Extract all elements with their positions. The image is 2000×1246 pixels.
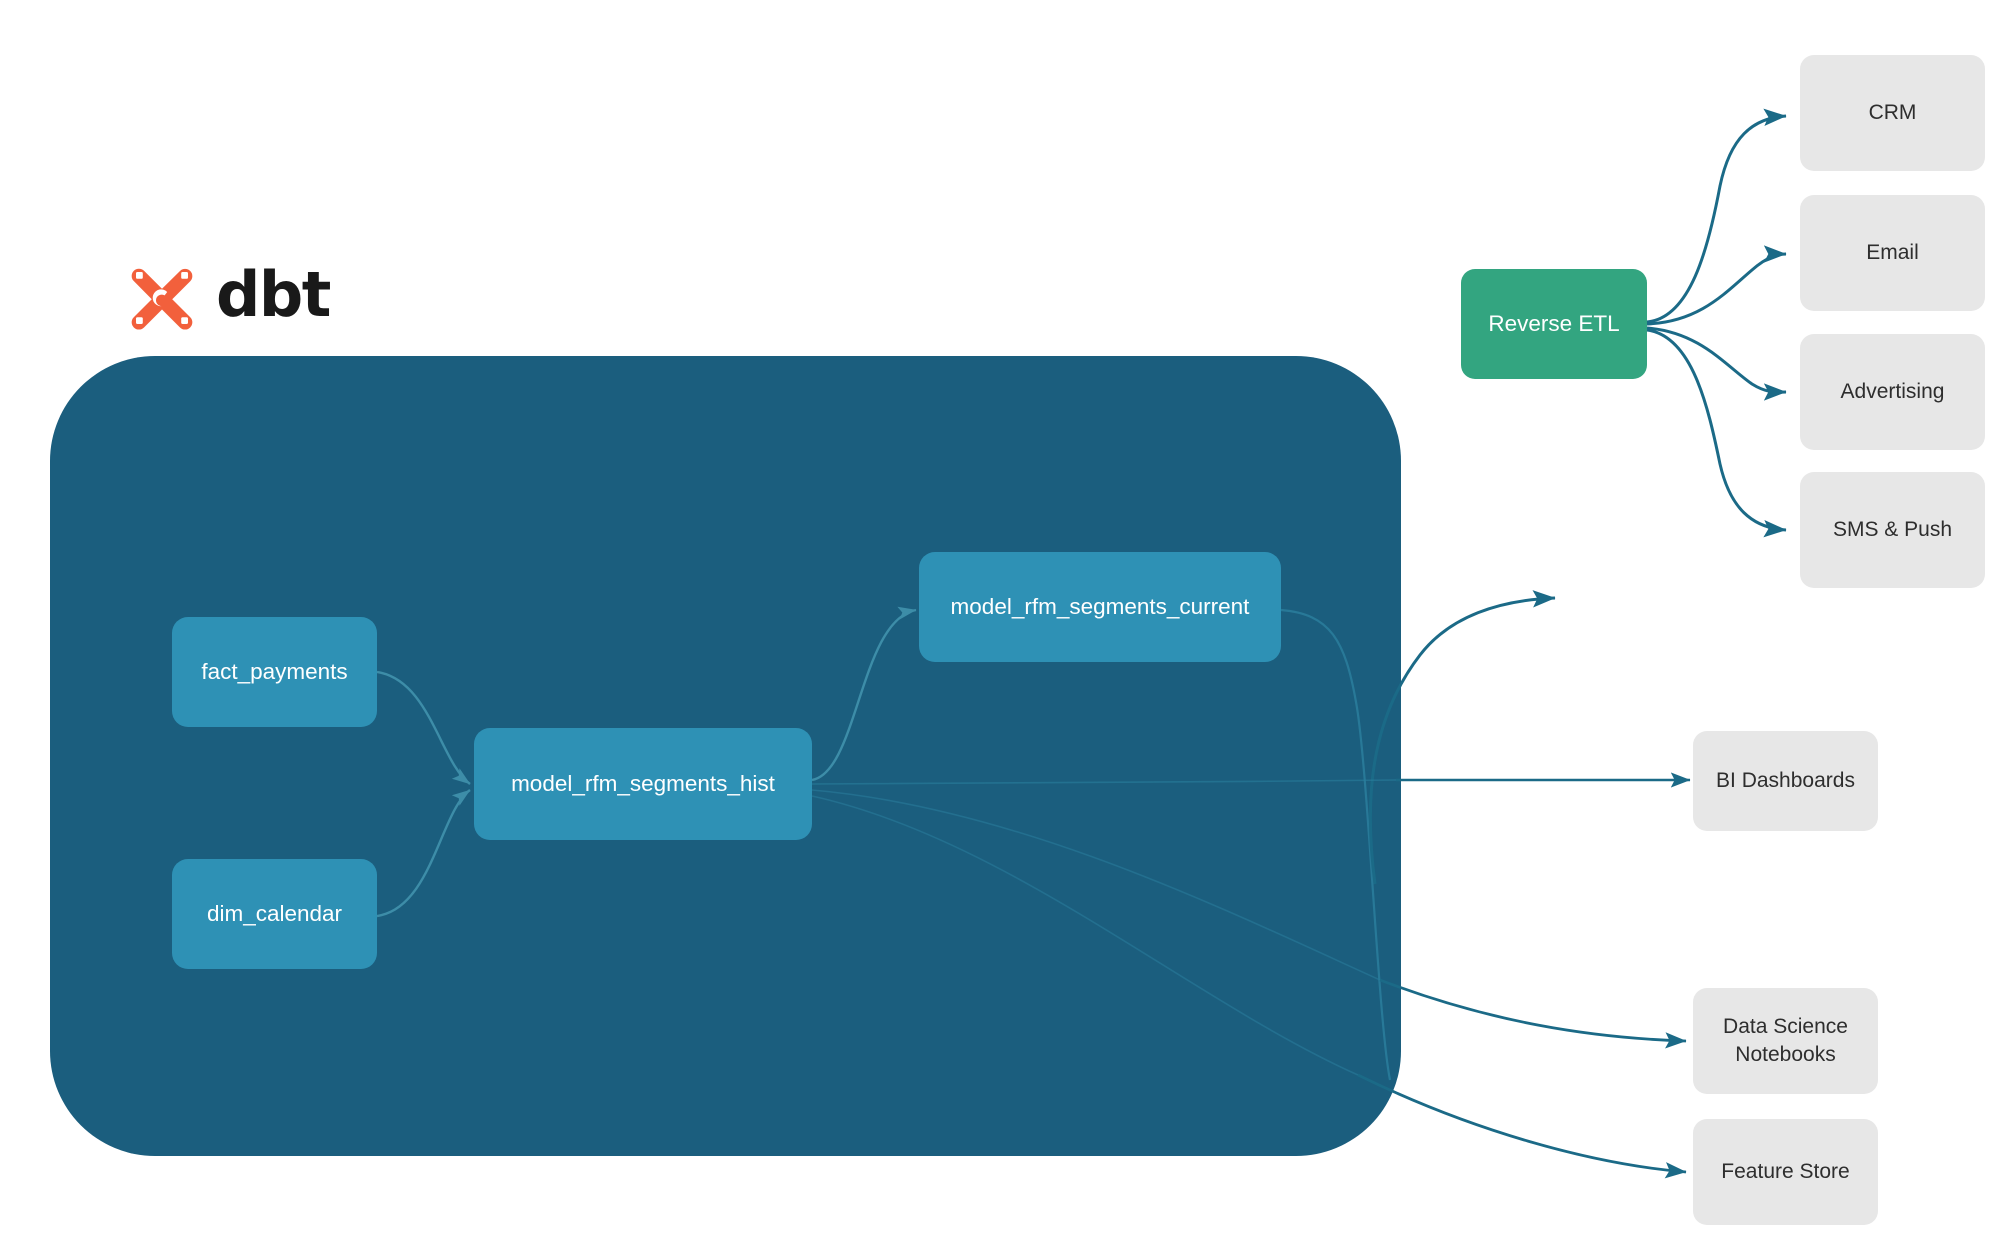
destination-node-email[interactable]: Email [1800, 195, 1985, 311]
destination-label: Feature Store [1721, 1160, 1850, 1184]
dbt-logo-mark [131, 268, 193, 330]
destination-node-data-science-notebooks[interactable]: Data Science Notebooks [1693, 988, 1878, 1094]
reverse-etl-node[interactable]: Reverse ETL [1461, 269, 1647, 379]
destination-node-crm[interactable]: CRM [1800, 55, 1985, 171]
model-node-label: dim_calendar [206, 901, 343, 926]
destination-label: Advertising [1840, 380, 1945, 404]
destination-node-sms-push[interactable]: SMS & Push [1800, 472, 1985, 588]
edge-reverse-etl-to-email [1646, 245, 1787, 326]
destination-label: BI Dashboards [1716, 769, 1855, 793]
dbt-logo: dbt [122, 258, 331, 338]
model-node-fact-payments[interactable]: fact_payments [172, 617, 377, 727]
dbt-wordmark: dbt [216, 258, 331, 331]
destination-node-advertising[interactable]: Advertising [1800, 334, 1985, 450]
destination-label: CRM [1868, 101, 1917, 125]
edge-hist-to-feature-store-arrow [1357, 1073, 1687, 1179]
destination-label-line-2: Notebooks [1735, 1043, 1836, 1066]
model-node-model-rfm-segments-current[interactable]: model_rfm_segments_current [919, 552, 1281, 662]
destination-label: Email [1866, 241, 1919, 265]
destination-label-line-1: Data Science [1723, 1015, 1848, 1039]
model-node-label: fact_payments [201, 659, 348, 684]
model-node-label: model_rfm_segments_current [950, 594, 1250, 619]
edge-hist-to-data-science-notebooks-arrow [1379, 978, 1687, 1049]
destination-label: SMS & Push [1832, 518, 1953, 542]
destination-node-feature-store[interactable]: Feature Store [1693, 1119, 1878, 1225]
model-node-model-rfm-segments-hist[interactable]: model_rfm_segments_hist [474, 728, 812, 840]
edge-reverse-etl-to-advertising [1646, 326, 1787, 401]
edge-reverse-etl-to-sms-push [1646, 328, 1787, 538]
edge-reverse-etl-to-crm [1646, 108, 1787, 324]
model-node-dim-calendar[interactable]: dim_calendar [172, 859, 377, 969]
destination-node-bi-dashboards[interactable]: BI Dashboards [1693, 731, 1878, 831]
model-node-label: model_rfm_segments_hist [511, 771, 775, 796]
reverse-etl-label: Reverse ETL [1488, 311, 1620, 336]
